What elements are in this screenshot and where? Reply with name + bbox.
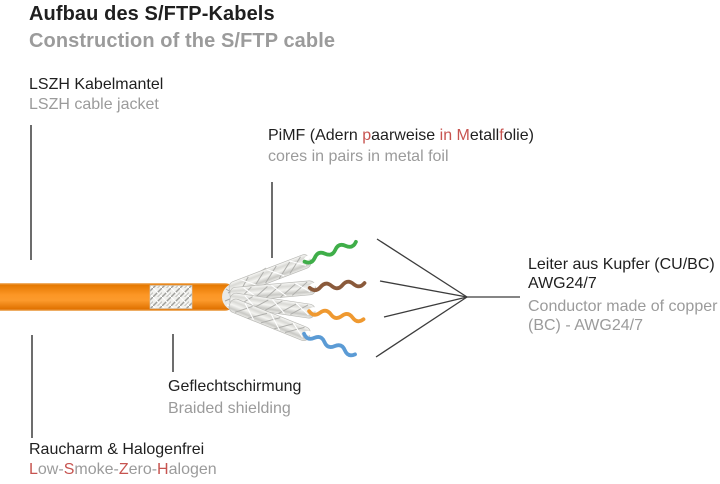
pimf-label-en: cores in pairs in metal foil [268,148,449,165]
lszh-en-seg6: ero- [128,461,158,478]
pair-blue-wire [302,331,357,358]
lszh-en-seg2: ow- [37,461,64,478]
pimf-de-seg6: M [456,127,470,144]
cable-jacket [0,283,233,311]
lszh-label-en: Low-Smoke-Zero-Halogen [29,460,217,480]
braid-shield-section [149,285,193,309]
conductor-label-en-line2: (BC) - AWG24/7 [528,317,643,334]
conductor-pointer-lines [375,238,520,358]
pair-green-foil [228,254,312,296]
braid-label-en: Braided shielding [168,400,291,417]
pair-green-wire [302,240,358,265]
pair-blue [228,298,357,358]
pair-blue-foil [228,298,311,341]
pair-brown-wire [307,279,367,293]
jacket-label-de: LSZH Kabelmantel [29,76,164,93]
conductor-label-de-line2: AWG24/7 [528,275,597,292]
lszh-en-seg4: moke- [74,461,119,478]
pair-orange-foil [229,292,316,319]
braid-label-de: Geflechtschirmung [168,378,302,395]
conductor-label-en-line1: Conductor made of copper [528,298,718,315]
pimf-de-seg4: in [439,127,453,144]
page-title-de: Aufbau des S/FTP-Kabels [29,3,275,25]
lszh-en-seg7: H [157,461,169,478]
pimf-de-seg8: f [499,127,504,144]
pimf-label-de: PiMF (Adern paarweise in Metallfolie) [268,126,534,146]
pair-orange [229,292,366,324]
jacket-label-en: LSZH cable jacket [29,96,159,113]
pimf-de-seg3: aarweise [371,127,440,144]
page-title-en: Construction of the S/FTP cable [29,30,336,52]
pimf-de-seg1: PiMF (Adern [268,127,363,144]
lszh-en-seg5: Z [118,461,129,478]
pimf-de-seg7: etall [469,127,500,144]
pair-orange-wire [307,308,366,324]
lszh-en-seg8: alogen [168,461,217,478]
pimf-de-seg9: olie) [503,127,534,144]
lszh-en-seg3: S [63,461,75,478]
conductor-label-de-line1: Leiter aus Kupfer (CU/BC) [528,256,715,273]
lszh-en-seg1: L [29,461,38,478]
pimf-de-seg2: p [362,127,372,144]
pair-green [228,240,358,296]
lszh-label-de: Raucharm & Halogenfrei [29,441,205,458]
